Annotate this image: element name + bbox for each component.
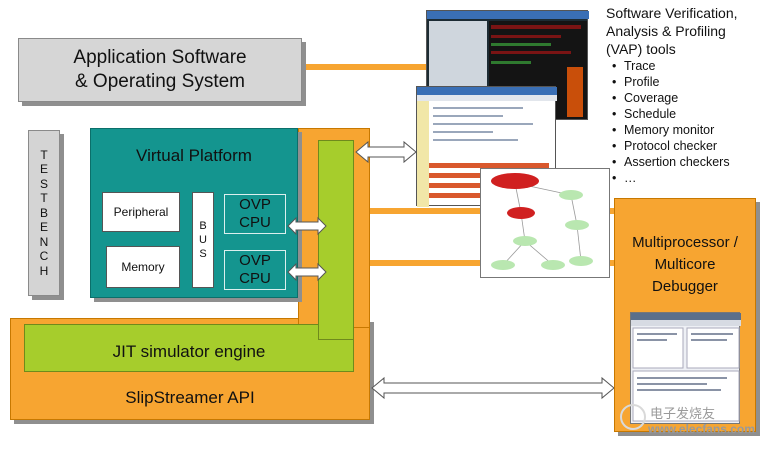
bus-letter: B bbox=[199, 220, 207, 232]
application-software-box: Application Software & Operating System bbox=[18, 38, 302, 102]
jit-engine-upper-arm bbox=[318, 140, 354, 340]
memory-box: Memory bbox=[106, 246, 180, 288]
testbench-letter: E bbox=[39, 162, 48, 177]
cpu2-double-arrow bbox=[287, 262, 327, 282]
jit-to-tools-double-arrow bbox=[355, 140, 417, 164]
watermark-brand: 电子发烧友 bbox=[650, 406, 716, 421]
watermark-logo bbox=[620, 404, 646, 430]
vap-tools-title: Software Verification, Analysis & Profil… bbox=[606, 5, 738, 57]
testbench-box: T E S T B E N C H bbox=[28, 130, 60, 296]
vap-tool-item: Protocol checker bbox=[612, 138, 762, 154]
bus-letter: U bbox=[199, 234, 207, 246]
jit-engine-box bbox=[24, 324, 354, 372]
testbench-letter: C bbox=[39, 249, 49, 264]
bus-box: B U S bbox=[192, 192, 214, 288]
vap-tool-item: Schedule bbox=[612, 106, 762, 122]
virtual-platform-title: Virtual Platform bbox=[136, 146, 252, 165]
testbench-letter: E bbox=[39, 220, 48, 235]
jit-engine-label: JIT simulator engine bbox=[112, 342, 266, 361]
debugger-screenshot-art bbox=[631, 313, 741, 422]
app-to-tools-line bbox=[300, 64, 428, 70]
watermark-url: www.elecfans.com bbox=[648, 422, 755, 436]
peripheral-box: Peripheral bbox=[102, 192, 180, 232]
bus-letter: S bbox=[199, 248, 207, 260]
testbench-letter: T bbox=[40, 191, 48, 206]
call-graph-art bbox=[491, 173, 593, 270]
ovp-cpu-box-2: OVP CPU bbox=[224, 250, 286, 290]
testbench-letter: S bbox=[39, 176, 48, 191]
testbench-letter: H bbox=[39, 263, 49, 278]
vap-tool-item: … bbox=[612, 170, 762, 186]
testbench-letter: B bbox=[39, 205, 48, 220]
testbench-letter: T bbox=[40, 147, 48, 162]
testbench-letter: N bbox=[39, 234, 49, 249]
slipstreamer-api-label: SlipStreamer API bbox=[125, 388, 255, 407]
cpu-label-line2: CPU bbox=[239, 214, 271, 231]
slipstreamer-to-debugger-double-arrow bbox=[371, 376, 615, 400]
vap-tools-list: Trace Profile Coverage Schedule Memory m… bbox=[612, 58, 762, 186]
vap-tool-item: Profile bbox=[612, 74, 762, 90]
vap-tool-item: Trace bbox=[612, 58, 762, 74]
cpu-label-line1: OVP bbox=[239, 196, 271, 213]
vap-tool-item: Assertion checkers bbox=[612, 154, 762, 170]
vap-tool-item: Coverage bbox=[612, 90, 762, 106]
cpu-label-line2: CPU bbox=[239, 270, 271, 287]
debugger-title: Multiprocessor / Multicore Debugger bbox=[632, 234, 738, 295]
vap-tool-item: Memory monitor bbox=[612, 122, 762, 138]
call-graph-screenshot bbox=[480, 168, 610, 278]
debugger-screenshot bbox=[630, 312, 741, 424]
ovp-cpu-box-1: OVP CPU bbox=[224, 194, 286, 234]
cpu-label-line1: OVP bbox=[239, 252, 271, 269]
cpu1-double-arrow bbox=[287, 216, 327, 236]
